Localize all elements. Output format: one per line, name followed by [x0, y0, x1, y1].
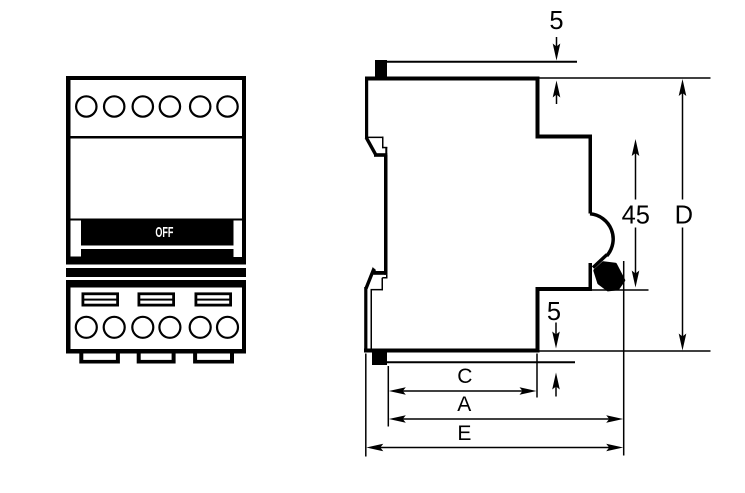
svg-text:5: 5 [549, 7, 563, 35]
svg-text:D: D [675, 202, 693, 230]
svg-text:OFF: OFF [155, 224, 173, 241]
svg-text:E: E [457, 422, 471, 445]
svg-text:C: C [457, 365, 472, 388]
svg-text:45: 45 [622, 202, 650, 230]
svg-text:5: 5 [547, 298, 561, 326]
svg-text:A: A [457, 393, 471, 416]
